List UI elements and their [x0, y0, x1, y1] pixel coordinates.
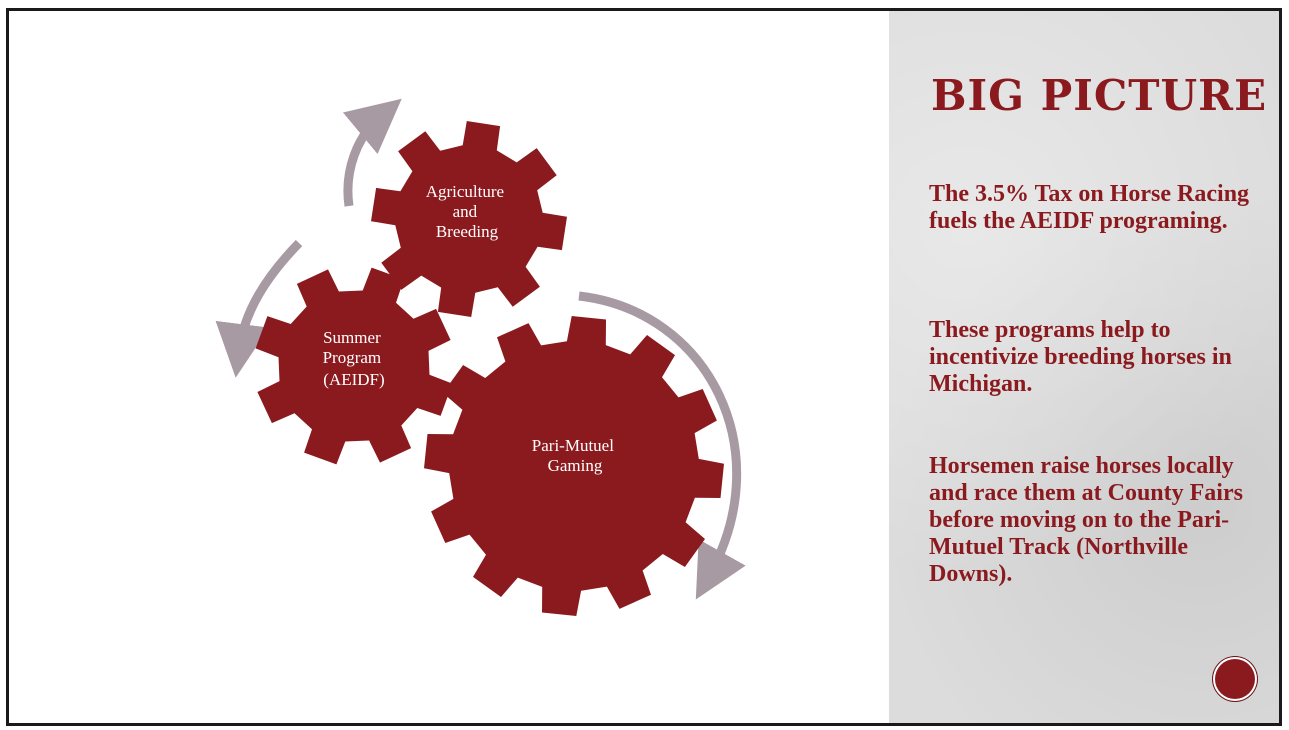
arrow-top [342, 98, 402, 207]
paragraph-tax: The 3.5% Tax on Horse Racing fuels the A… [929, 181, 1250, 234]
arrow-right [578, 291, 746, 600]
side-panel: BIG PICTURE The 3.5% Tax on Horse Racing… [889, 11, 1279, 723]
gear-summer-program [255, 267, 453, 465]
paragraph-programs: These programs help to incentivize breed… [929, 317, 1232, 397]
arrow-left [215, 239, 303, 378]
slide: Agriculture and Breeding Summer Program … [6, 8, 1282, 726]
slide-title: BIG PICTURE [931, 71, 1268, 120]
gear-diagram-svg: Agriculture and Breeding Summer Program … [215, 98, 746, 616]
gear-diagram: Agriculture and Breeding Summer Program … [9, 11, 889, 723]
gear-label-pari-mutuel: Pari-Mutuel Gaming [532, 436, 618, 475]
gear-label-agriculture: Agriculture and Breeding [426, 182, 509, 241]
gear-label-summer-program: Summer Program (AEIDF) [323, 328, 386, 389]
gear-agriculture [371, 121, 567, 317]
paragraph-horsemen: Horsemen raise horses locally and race t… [929, 453, 1243, 587]
logo-circle [1215, 659, 1255, 699]
gear-pari-mutuel [424, 316, 724, 616]
